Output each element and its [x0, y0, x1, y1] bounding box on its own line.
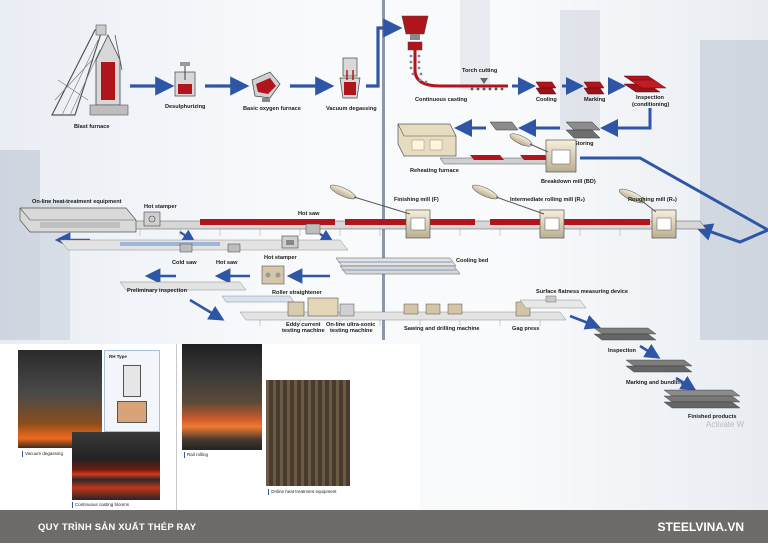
hot-saw-1 — [305, 223, 334, 243]
rh-ladle-shape — [117, 401, 147, 423]
cooling-blooms — [535, 81, 557, 95]
eddy-current-tester — [287, 301, 305, 317]
label-eddy-current-2: testing machine — [282, 328, 325, 334]
blast-furnace — [51, 24, 129, 116]
continuous-casting-photo — [72, 432, 160, 500]
label-torch-cutting: Torch cutting — [462, 68, 498, 74]
vacuum-degassing-photo — [18, 350, 102, 448]
label-gag-press: Gag press — [512, 326, 539, 332]
label-hot-saw-1: Hot saw — [298, 211, 320, 217]
label-intermediate-mill: Intermediate rolling mill (R₂) — [510, 197, 585, 203]
finished-products-rails — [663, 389, 741, 409]
label-desulphurizing: Desulphurizing — [165, 104, 206, 110]
label-surface-flatness: Surface flatness measuring device — [536, 289, 628, 295]
label-marking-bundling: Marking and bundling — [626, 380, 685, 386]
label-vacuum-degassing: Vacuum degassing — [326, 106, 377, 112]
roller-table-bd — [439, 155, 553, 165]
sawing-drilling-machine — [403, 303, 463, 315]
footer-title: QUY TRÌNH SẢN XUẤT THÉP RAY — [38, 522, 197, 533]
inspection-rails — [593, 327, 657, 341]
label-ultrasonic-2: testing machine — [330, 328, 373, 334]
finishing-mill — [329, 184, 431, 239]
desulphurizing-unit — [174, 62, 196, 97]
footer-bar: QUY TRÌNH SẢN XUẤT THÉP RAY STEELVINA.VN — [0, 510, 768, 543]
caption-online-heat-treatment: Online heat treatment equipment — [268, 489, 337, 495]
divider-line — [382, 0, 385, 340]
cooling-bed — [335, 257, 461, 275]
label-preliminary-inspection: Preliminary inspection — [127, 288, 188, 294]
hot-stamper-2 — [281, 235, 299, 249]
rh-type-diagram: RH Type — [104, 350, 160, 432]
label-roughing-mill: Roughing mill (R₁) — [628, 197, 677, 203]
label-online-heat-treatment: On-line heat-treatment equipment — [32, 199, 122, 205]
label-marking: Marking — [584, 97, 606, 103]
label-finished-products: Finished products — [688, 414, 736, 420]
intermediate-rolling-mill — [471, 184, 565, 239]
label-finishing-mill: Finishing mill (F) — [394, 197, 439, 203]
label-breakdown-mill: Breakdown mill (BD) — [541, 179, 596, 185]
online-heat-treatment-equipment — [19, 207, 137, 233]
continuous-casting-machine — [401, 15, 508, 91]
label-cooling-bed: Cooling bed — [456, 258, 489, 264]
label-ultrasonic-1: On-line ultra-sonic — [326, 322, 375, 328]
label-storing: Storing — [574, 141, 594, 147]
caption-continuous-casting: Continuous casting blooms — [72, 502, 129, 508]
caption-rail-rolling: Rail rolling — [184, 452, 208, 458]
label-inspection-conditioning-2: (conditioning) — [632, 102, 669, 108]
breakdown-mill — [509, 133, 577, 173]
online-heat-treatment-photo — [266, 380, 350, 486]
label-reheating-furnace: Reheating furnace — [410, 168, 459, 174]
label-cold-saw: Cold saw — [172, 260, 197, 266]
label-sawing-drilling: Sawing and drilling machine — [404, 326, 480, 332]
footer-brand: STEELVINA.VN — [657, 520, 744, 534]
label-inspection: Inspection — [608, 348, 637, 354]
roughing-mill — [618, 188, 677, 239]
label-hot-stamper-1: Hot stamper — [144, 204, 177, 210]
photo-divider — [176, 344, 177, 510]
surface-flatness-device — [519, 295, 587, 309]
hot-saw-2 — [227, 243, 241, 253]
hot-stamper-1 — [143, 211, 161, 227]
label-continuous-casting: Continuous casting — [415, 97, 468, 103]
storing-blooms — [565, 121, 601, 139]
roller-straightener — [261, 265, 285, 285]
marking-blooms — [583, 81, 605, 95]
label-roller-straightener: Roller straightener — [272, 290, 323, 296]
marking-bundling-rails — [625, 359, 693, 373]
caption-vacuum-degassing: Vacuum degassing — [22, 451, 63, 457]
preliminary-inspection-table — [119, 281, 247, 291]
inspection-conditioning-blooms — [623, 75, 667, 93]
activate-watermark: Activate W — [706, 420, 745, 429]
label-eddy-current-1: Eddy current — [286, 322, 321, 328]
rh-vessel-shape — [123, 365, 141, 397]
basic-oxygen-furnace — [251, 71, 281, 102]
label-cooling: Cooling — [536, 97, 557, 103]
cold-saw — [179, 243, 193, 253]
ultrasonic-tester — [307, 297, 355, 317]
rh-type-label: RH Type — [109, 354, 127, 359]
rail-rolling-photo — [182, 344, 262, 450]
cooling-line — [59, 239, 349, 251]
label-basic-oxygen-furnace: Basic oxygen furnace — [243, 106, 301, 112]
label-blast-furnace: Blast furnace — [74, 124, 109, 130]
vacuum-degassing-unit — [339, 57, 361, 99]
label-inspection-conditioning-1: Inspection — [636, 95, 665, 101]
label-hot-saw-2: Hot saw — [216, 260, 238, 266]
label-hot-stamper-2: Hot stamper — [264, 255, 297, 261]
reheating-furnace — [397, 123, 457, 157]
